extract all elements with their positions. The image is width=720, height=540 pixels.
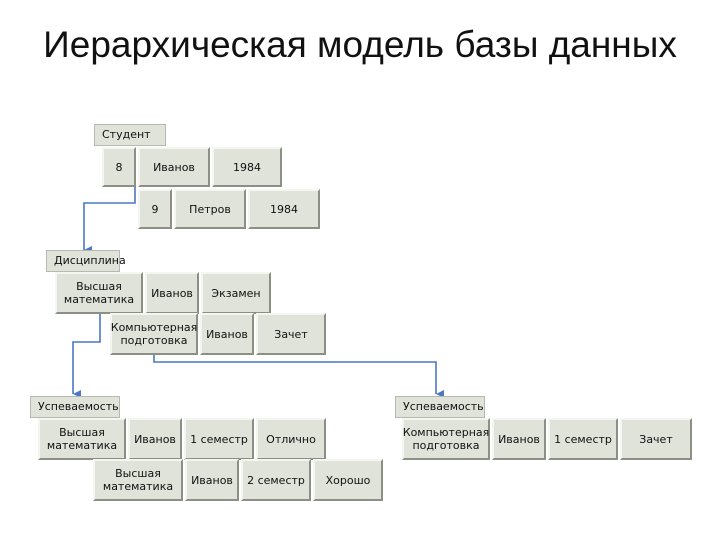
performance-grade-cell: Хорошо	[313, 459, 383, 501]
performance-teacher-cell: Иванов	[185, 459, 239, 501]
discipline-control-cell: Экзамен	[201, 272, 271, 314]
discipline-teacher-cell: Иванов	[200, 313, 254, 355]
connector-student-discipline	[83, 187, 136, 254]
student-id-cell: 9	[138, 189, 172, 229]
student-label: Студент	[94, 124, 166, 146]
connector-discipline-performance-left	[72, 314, 101, 398]
performance-semester-cell: 1 семестр	[548, 418, 618, 460]
performance-semester-cell: 2 семестр	[241, 459, 311, 501]
performance-teacher-cell: Иванов	[128, 418, 182, 460]
performance-grade-cell: Зачет	[620, 418, 692, 460]
performance-subject-cell: Компьютерная подготовка	[402, 418, 490, 460]
student-name-cell: Петров	[174, 189, 246, 229]
discipline-teacher-cell: Иванов	[145, 272, 199, 314]
performance-subject-cell: Высшая математика	[38, 418, 126, 460]
discipline-label: Дисциплина	[46, 250, 126, 272]
performance-subject-cell: Высшая математика	[93, 459, 183, 501]
student-id-cell: 8	[102, 147, 136, 187]
discipline-subject-cell: Компьютерная подготовка	[110, 313, 198, 355]
page-title: Иерархическая модель базы данных	[43, 24, 677, 65]
discipline-subject-cell: Высшая математика	[55, 272, 143, 314]
student-year-cell: 1984	[212, 147, 282, 187]
student-year-cell: 1984	[248, 189, 320, 229]
performance-semester-cell: 1 семестр	[184, 418, 254, 460]
performance-left-label: Успеваемость	[30, 396, 120, 418]
discipline-control-cell: Зачет	[256, 313, 326, 355]
connector-discipline-performance-right	[153, 355, 444, 398]
performance-teacher-cell: Иванов	[492, 418, 546, 460]
performance-right-label: Успеваемость	[395, 396, 485, 418]
performance-grade-cell: Отлично	[256, 418, 326, 460]
student-name-cell: Иванов	[138, 147, 210, 187]
